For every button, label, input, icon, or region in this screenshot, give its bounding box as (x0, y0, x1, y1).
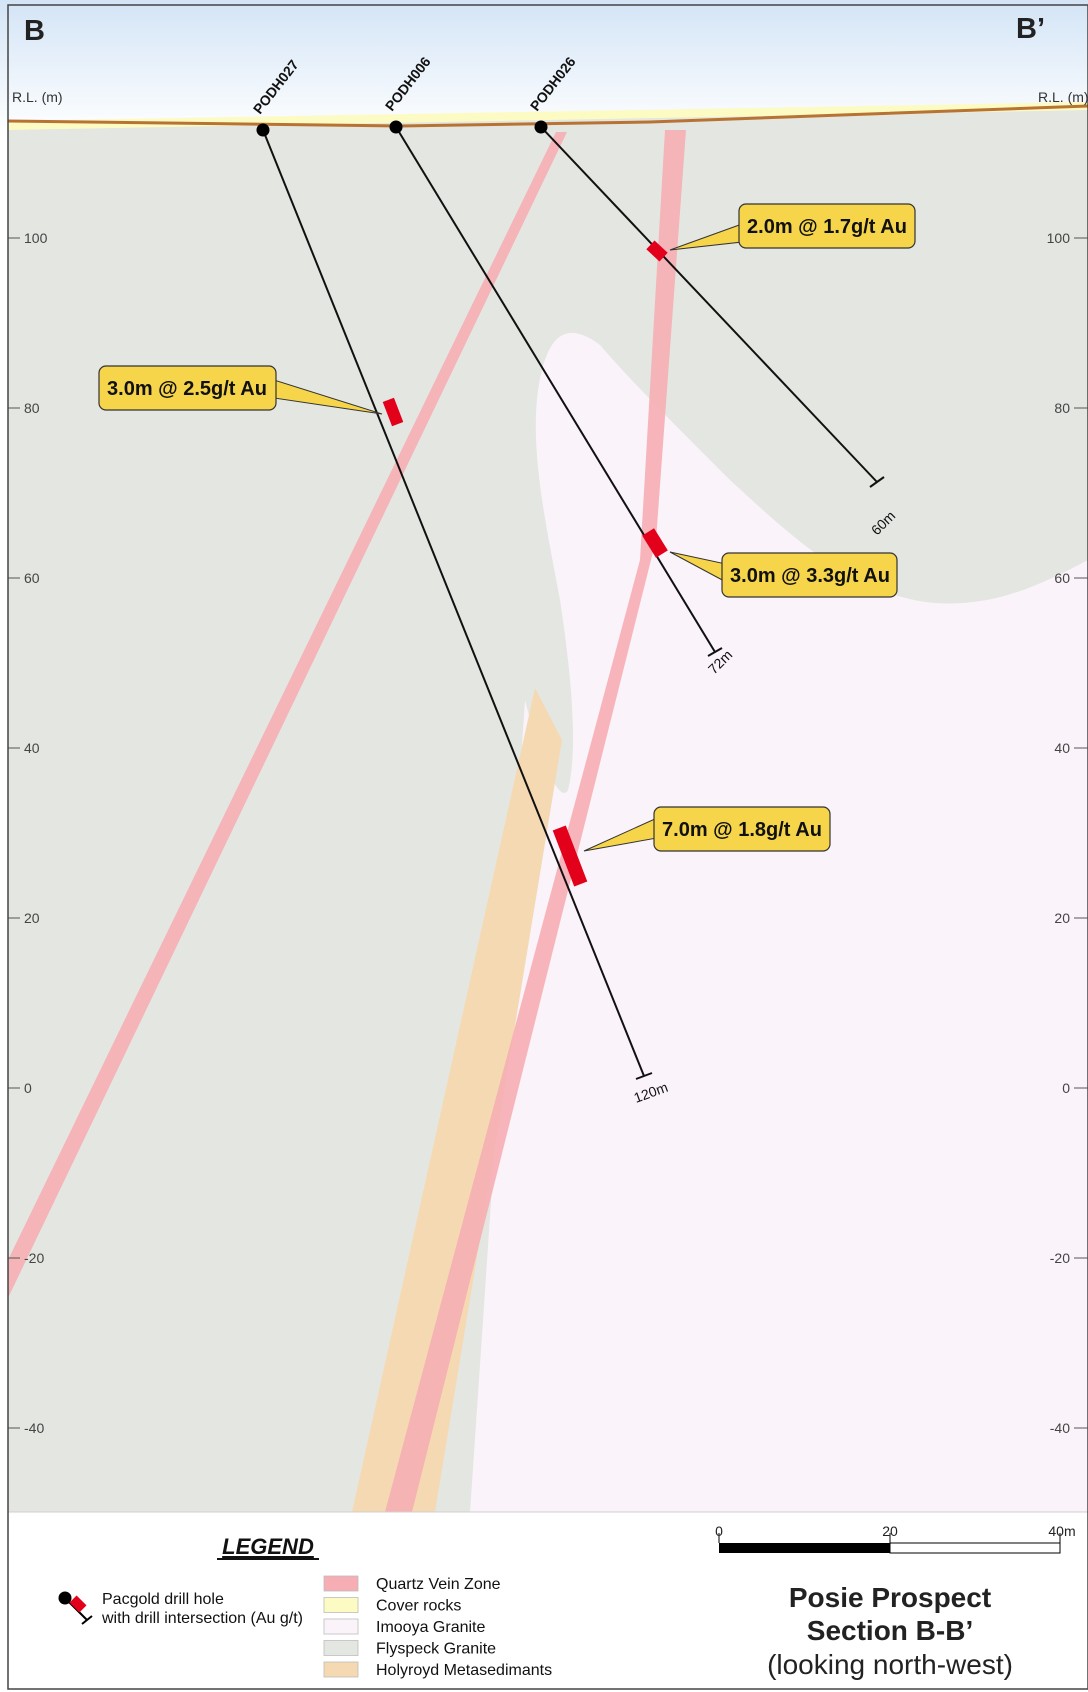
callout-text-podh027-lower: 7.0m @ 1.8g/t Au (662, 819, 822, 841)
holyroyd-metasediments-unit (352, 688, 562, 1512)
scale-bar-white-segment (889, 1542, 1061, 1554)
legend-swatch (323, 1597, 359, 1613)
legend-intersection-marker (69, 1595, 87, 1613)
callout-podh006: 3.0m @ 3.3g/t Au (669, 551, 898, 598)
rl-tick-label-right: -40 (1050, 1420, 1070, 1436)
legend-title: LEGEND (222, 1534, 314, 1559)
end-of-hole-tick-podh026 (869, 476, 885, 488)
quartz-vein-zone-west (8, 132, 567, 1298)
rl-tick-label-left: 40 (24, 740, 40, 756)
rl-tick-label-left: 20 (24, 910, 40, 926)
drill-trace-podh027 (262, 129, 645, 1077)
callout-text-podh027-upper: 3.0m @ 2.5g/t Au (107, 378, 267, 400)
intersection-podh006 (642, 528, 668, 558)
rl-tick-label-right: 40 (1054, 740, 1070, 756)
section-start-label: B (24, 15, 45, 47)
legend-drill-hole-label-2: with drill intersection (Au g/t) (101, 1610, 303, 1627)
callout-box-podh006 (721, 552, 898, 598)
scale-bar-black-segment (719, 1543, 890, 1553)
callout-podh026: 2.0m @ 1.7g/t Au (669, 203, 916, 251)
rl-tick-label-left: 100 (24, 230, 48, 246)
legend-item-label: Quartz Vein Zone (376, 1576, 501, 1593)
rl-tick-label-left: 0 (24, 1080, 32, 1096)
legend-end-tick (81, 1615, 93, 1625)
callout-text-podh006: 3.0m @ 3.3g/t Au (730, 565, 890, 587)
intersection-podh027-upper (382, 397, 404, 427)
rl-axis-ticks: 100 100 80 80 60 60 40 40 20 20 0 0 -20 -20 -40 -40 (8, 230, 1088, 1436)
collar-podh026 (534, 120, 548, 134)
rl-tick-label-left: -20 (24, 1250, 44, 1266)
legend-panel-background (0, 1512, 1088, 1692)
callout-podh027-upper: 3.0m @ 2.5g/t Au (98, 365, 383, 415)
intersection-podh027-lower (552, 825, 588, 887)
map-frame (7, 4, 1088, 1690)
legend-swatch (323, 1661, 359, 1678)
map-title-line3: (looking north-west) (767, 1649, 1013, 1680)
rl-tick-label-right: 20 (1054, 910, 1070, 926)
rl-axis-label-left: R.L. (m) (12, 89, 63, 105)
callout-podh027-lower: 7.0m @ 1.8g/t Au (583, 806, 831, 852)
rl-tick-label-right: 0 (1062, 1080, 1070, 1096)
legend-swatch (323, 1575, 359, 1592)
rl-tick-label-left: 80 (24, 400, 40, 416)
flyspeck-granite-unit (8, 108, 1088, 1512)
scale-label-0: 0 (715, 1523, 723, 1539)
legend-swatch (323, 1618, 359, 1635)
collar-podh027 (256, 123, 270, 137)
scale-label-20: 20 (882, 1523, 898, 1539)
legend-item-label: Holyroyd Metasedimants (376, 1662, 552, 1679)
map-title-line1: Posie Prospect (789, 1582, 991, 1613)
rl-tick-label-right: 80 (1054, 400, 1070, 416)
rl-tick-label-right: -20 (1050, 1250, 1070, 1266)
legend-swatch (323, 1640, 359, 1656)
drill-trace-podh026 (540, 126, 878, 483)
legend-item-label: Cover rocks (376, 1598, 461, 1615)
legend-drill-hole-symbol (58, 1591, 93, 1625)
scale-bar: 0 20 40m (715, 1523, 1076, 1554)
rl-tick-label-right: 100 (1047, 230, 1071, 246)
legend-drill-hole-label-1: Pacgold drill hole (102, 1591, 224, 1608)
intersection-podh026 (646, 240, 668, 262)
section-end-label: B’ (1016, 13, 1045, 45)
legend-item-label: Flyspeck Granite (376, 1641, 496, 1658)
callout-box-podh026 (738, 203, 916, 249)
drill-trace-podh006 (395, 126, 716, 653)
end-of-hole-tick-podh006 (707, 647, 723, 657)
scale-label-40m: 40m (1048, 1523, 1075, 1539)
rl-axis-label-right: R.L. (m) (1038, 89, 1088, 105)
map-title-line2: Section B-B’ (807, 1615, 973, 1646)
rl-tick-label-right: 60 (1054, 570, 1070, 586)
callout-box-podh027-upper (98, 365, 277, 411)
callout-box-podh027-lower (653, 806, 831, 852)
callout-text-podh026: 2.0m @ 1.7g/t Au (747, 216, 907, 238)
rl-tick-label-left: -40 (24, 1420, 44, 1436)
end-of-hole-tick-podh027 (635, 1072, 653, 1080)
collar-podh006 (389, 120, 403, 134)
ground-surface-line (7, 104, 1088, 128)
legend-item-label: Imooya Granite (376, 1619, 485, 1636)
rl-tick-label-left: 60 (24, 570, 40, 586)
